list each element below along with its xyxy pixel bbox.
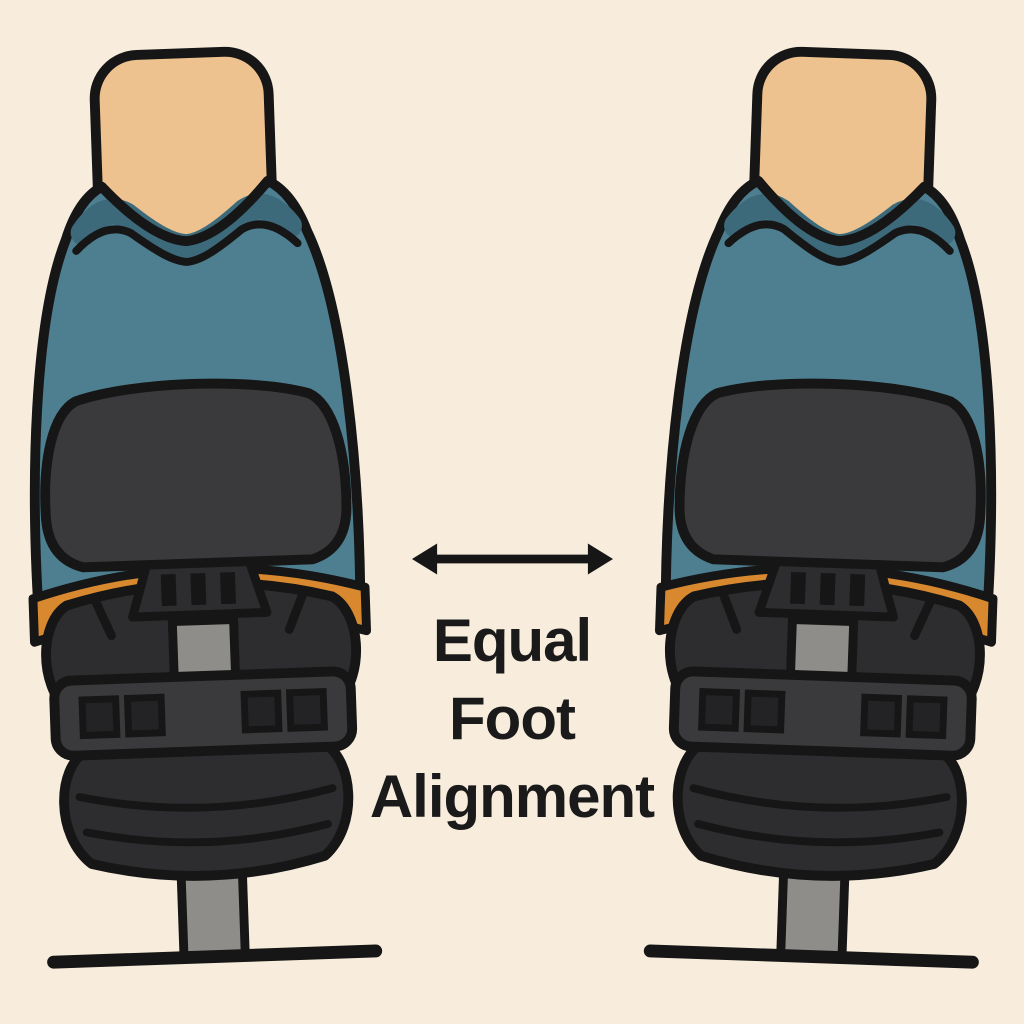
double-arrow-svg (411, 543, 614, 575)
caption-line-2: Foot (449, 685, 576, 752)
caption: Equal Foot Alignment (282, 602, 742, 836)
double-arrow-icon (405, 530, 620, 588)
right-shoe-illustration (636, 31, 1024, 983)
right-shoe-svg (636, 31, 1024, 983)
caption-line-1: Equal (432, 607, 592, 674)
left-shoe-svg (2, 31, 391, 983)
left-shoe-illustration (2, 31, 391, 983)
caption-line-3: Alignment (369, 763, 655, 830)
